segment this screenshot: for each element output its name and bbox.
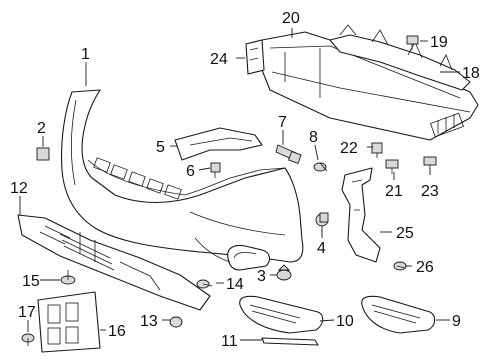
screw-3 (276, 264, 292, 281)
callout-26: 26 (416, 259, 434, 276)
callout-6: 6 (186, 163, 195, 180)
callout-14: 14 (226, 276, 244, 293)
callout-17: 17 (18, 304, 36, 321)
callout-24: 24 (210, 51, 228, 68)
callout-7: 7 (278, 114, 287, 131)
screw-6 (210, 162, 221, 178)
callout-2: 2 (37, 120, 46, 137)
callout-10: 10 (336, 313, 354, 330)
bolt-7 (275, 144, 302, 164)
bolt-21 (385, 159, 399, 174)
side-bracket-24 (245, 39, 265, 75)
callout-19: 19 (430, 34, 448, 51)
callout-4: 4 (317, 240, 326, 257)
retainer-clip-2 (36, 147, 50, 161)
grille-louvers (59, 232, 115, 271)
callout-16: 16 (108, 323, 126, 340)
callout-9: 9 (452, 313, 461, 330)
upper-bracket-5 (174, 127, 263, 161)
fog-bezel-right-9 (361, 295, 436, 334)
callout-21: 21 (385, 183, 403, 200)
callout-11: 11 (221, 333, 238, 350)
callout-22: 22 (340, 140, 358, 157)
callout-12: 12 (10, 180, 28, 197)
trim-strip-11 (261, 337, 319, 346)
license-bracket-16 (37, 291, 101, 353)
callout-23: 23 (421, 183, 439, 200)
callout-8: 8 (309, 129, 318, 146)
callout-1: 1 (81, 46, 90, 63)
leader-lines (19, 28, 460, 341)
nut-13 (169, 316, 183, 328)
screw-19 (406, 35, 419, 50)
callout-13: 13 (140, 313, 158, 330)
callout-5: 5 (156, 139, 165, 156)
bumper-cover (61, 89, 304, 271)
callout-3: 3 (257, 268, 266, 285)
callout-20: 20 (282, 10, 300, 27)
callout-15: 15 (22, 273, 40, 290)
fog-pocket (227, 244, 271, 271)
callout-25: 25 (396, 225, 414, 242)
bolt-22 (371, 142, 383, 158)
screw-14 (196, 279, 213, 289)
bumper-absorber (261, 31, 479, 141)
bolt-8 (313, 162, 328, 172)
screw-17 (21, 333, 35, 346)
fog-bezel-left-10 (239, 295, 324, 334)
side-bracket-25 (341, 167, 381, 263)
callout-18: 18 (462, 65, 480, 82)
bumper-reinforcement-beam (329, 24, 471, 91)
screw-15 (60, 270, 76, 285)
clip-26 (393, 261, 407, 271)
grille-openings (93, 157, 182, 200)
lower-grille-12 (17, 214, 211, 311)
clip-4 (315, 212, 329, 227)
callout-labels: 1 2 5 6 7 8 4 3 10 9 11 12 13 14 15 16 1… (10, 10, 480, 350)
